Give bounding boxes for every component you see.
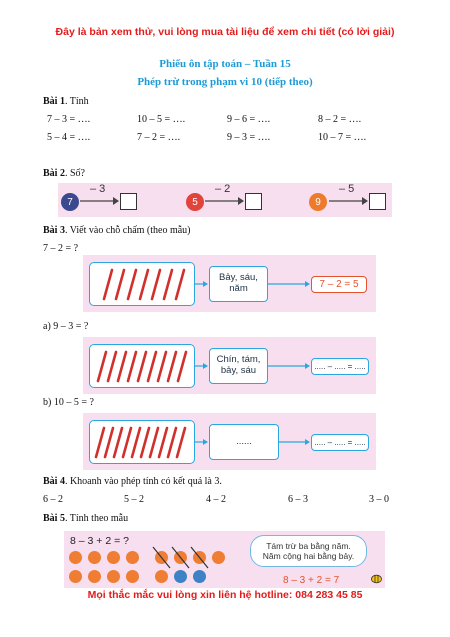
bai1-instruction: . Tính	[64, 96, 89, 107]
start-number-circle: 9	[309, 193, 327, 211]
answer-square[interactable]	[369, 193, 386, 210]
bee-icon	[371, 574, 382, 584]
counter-dot	[69, 570, 82, 583]
bai1-label: Bài 1	[43, 96, 65, 107]
bai3-b-label: b) 10 – 5 = ?	[43, 397, 94, 408]
sticks-frame	[89, 262, 195, 306]
arrow-icon	[195, 439, 208, 445]
bubble-line-1: Tám trừ ba bằng năm.	[266, 541, 351, 551]
bai2-instruction: . Số?	[64, 168, 85, 179]
counter-dot	[155, 570, 168, 583]
bai5-heading: Bài 5. Tính theo mẫu	[43, 513, 128, 524]
counter-dot	[212, 551, 225, 564]
arrow-icon	[329, 197, 368, 205]
counting-words-box[interactable]: ......	[209, 424, 279, 460]
bai5-label: Bài 5	[43, 513, 65, 524]
counting-words-box: Chín, tám, bảy, sáu	[209, 348, 268, 384]
counting-words-box: Bảy, sáu, năm	[209, 266, 268, 302]
bai5-instruction: . Tính theo mẫu	[64, 513, 129, 524]
bai1-r1-c2: 10 – 5 = ….	[137, 114, 186, 125]
counter-dot	[107, 551, 120, 564]
bai4-instruction: . Khoanh vào phép tính có kết quả là 3.	[64, 476, 222, 487]
bai4-option-2[interactable]: 5 – 2	[124, 494, 144, 505]
bai4-option-5[interactable]: 3 – 0	[369, 494, 389, 505]
bai1-heading: Bài 1. Tính	[43, 96, 89, 107]
arrow-icon	[268, 281, 310, 287]
counter-dot	[69, 551, 82, 564]
bai4-option-1[interactable]: 6 – 2	[43, 494, 63, 505]
sticks-picture	[96, 350, 188, 383]
sticks-frame	[89, 344, 195, 388]
arrow-icon	[195, 363, 208, 369]
arrow-icon	[195, 281, 208, 287]
bai3-label: Bài 3	[43, 225, 65, 236]
operation-label: – 5	[339, 183, 355, 195]
start-number-circle: 7	[61, 193, 79, 211]
counter-dot	[126, 570, 139, 583]
result-box: 7 – 2 = 5	[311, 276, 367, 293]
bai5-result: 8 – 3 + 2 = 7	[283, 575, 340, 586]
bai3-heading: Bài 3. Viết vào chỗ chấm (theo mẫu)	[43, 225, 191, 236]
start-number-circle: 5	[186, 193, 204, 211]
bai1-r2-c4: 10 – 7 = ….	[318, 132, 367, 143]
result-box[interactable]: ..... – ..... = .....	[311, 358, 369, 375]
worksheet-title: Phiếu ôn tập toán – Tuần 15	[159, 58, 291, 70]
counter-dot-added	[174, 570, 187, 583]
bai1-r2-c2: 7 – 2 = ….	[137, 132, 181, 143]
counter-dot	[88, 570, 101, 583]
operation-label: – 2	[215, 183, 231, 195]
worksheet-subtitle: Phép trừ trong phạm vi 10 (tiếp theo)	[137, 76, 313, 88]
operation-label: – 3	[90, 183, 106, 195]
bai4-option-3[interactable]: 4 – 2	[206, 494, 226, 505]
bai1-r1-c4: 8 – 2 = ….	[318, 114, 362, 125]
answer-square[interactable]	[245, 193, 262, 210]
bai1-r2-c3: 9 – 3 = ….	[227, 132, 271, 143]
bubble-line-2: Năm cộng hai bằng bảy.	[262, 551, 355, 561]
bai3-instruction: . Viết vào chỗ chấm (theo mẫu)	[64, 225, 191, 236]
counter-dot	[126, 551, 139, 564]
counter-dot	[88, 551, 101, 564]
preview-banner: Đây là bản xem thử, vui lòng mua tài liệ…	[55, 26, 395, 38]
arrow-icon	[80, 197, 119, 205]
hotline-banner: Mọi thắc mắc vui lòng xin liên hệ hotlin…	[87, 589, 363, 601]
bai4-option-4[interactable]: 6 – 3	[288, 494, 308, 505]
bai2-label: Bài 2	[43, 168, 65, 179]
sticks-picture	[94, 426, 187, 459]
answer-square[interactable]	[120, 193, 137, 210]
bai1-r2-c1: 5 – 4 = ….	[47, 132, 91, 143]
counter-dot	[107, 570, 120, 583]
bai2-heading: Bài 2. Số?	[43, 168, 85, 179]
counter-dot-added	[193, 570, 206, 583]
sticks-frame	[89, 420, 195, 464]
bai3-a-label: a) 9 – 3 = ?	[43, 321, 89, 332]
bai4-label: Bài 4	[43, 476, 65, 487]
arrow-icon	[268, 363, 310, 369]
bai3-example-label: 7 – 2 = ?	[43, 243, 79, 254]
bai4-heading: Bài 4. Khoanh vào phép tính có kết quả l…	[43, 476, 222, 487]
bai1-r1-c1: 7 – 3 = ….	[47, 114, 91, 125]
arrow-icon	[279, 439, 310, 445]
speech-bubble: Tám trừ ba bằng năm. Năm cộng hai bằng b…	[250, 535, 367, 567]
bai5-expression: 8 – 3 + 2 = ?	[70, 535, 129, 547]
sticks-picture	[102, 268, 186, 301]
arrow-icon	[205, 197, 244, 205]
bai1-r1-c3: 9 – 6 = ….	[227, 114, 271, 125]
crossed-out-marks	[152, 546, 209, 569]
result-box[interactable]: ..... – ..... = .....	[311, 434, 369, 451]
